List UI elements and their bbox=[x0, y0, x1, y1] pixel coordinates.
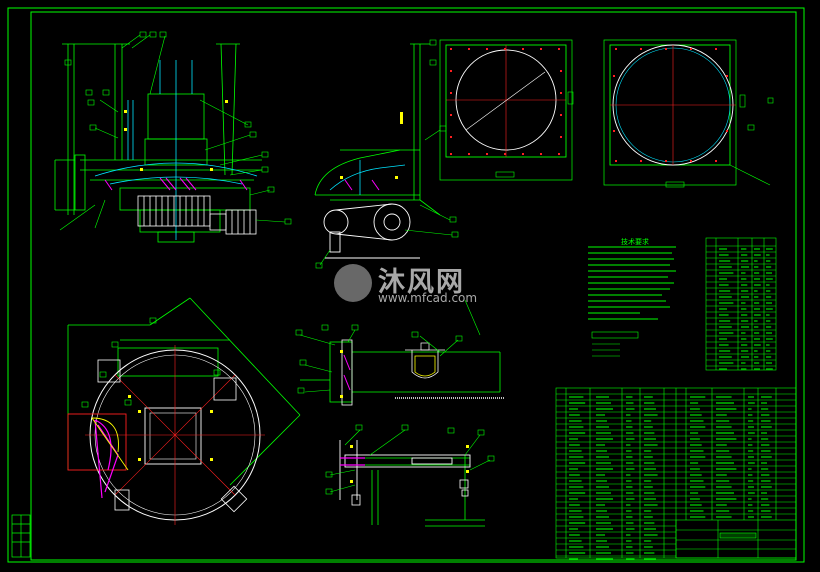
technical-notes bbox=[588, 246, 676, 320]
parts-list-upper-rows bbox=[706, 245, 776, 370]
flange-plan-right bbox=[603, 39, 774, 188]
flange-plan-left bbox=[439, 39, 574, 181]
technical-notes-title: 技术要求 bbox=[621, 238, 649, 246]
detail-section-lower bbox=[325, 424, 495, 527]
binding-strip bbox=[11, 514, 31, 558]
inner-frame bbox=[30, 11, 797, 561]
parts-list-main-rows bbox=[556, 393, 796, 560]
title-block bbox=[675, 519, 797, 559]
detail-section-upper bbox=[295, 324, 505, 406]
side-view bbox=[314, 39, 481, 336]
outer-frame bbox=[7, 7, 805, 563]
parts-list-main bbox=[555, 387, 797, 559]
plan-view bbox=[67, 297, 301, 525]
small-parameter-table bbox=[591, 331, 639, 357]
front-section-view bbox=[54, 31, 292, 243]
